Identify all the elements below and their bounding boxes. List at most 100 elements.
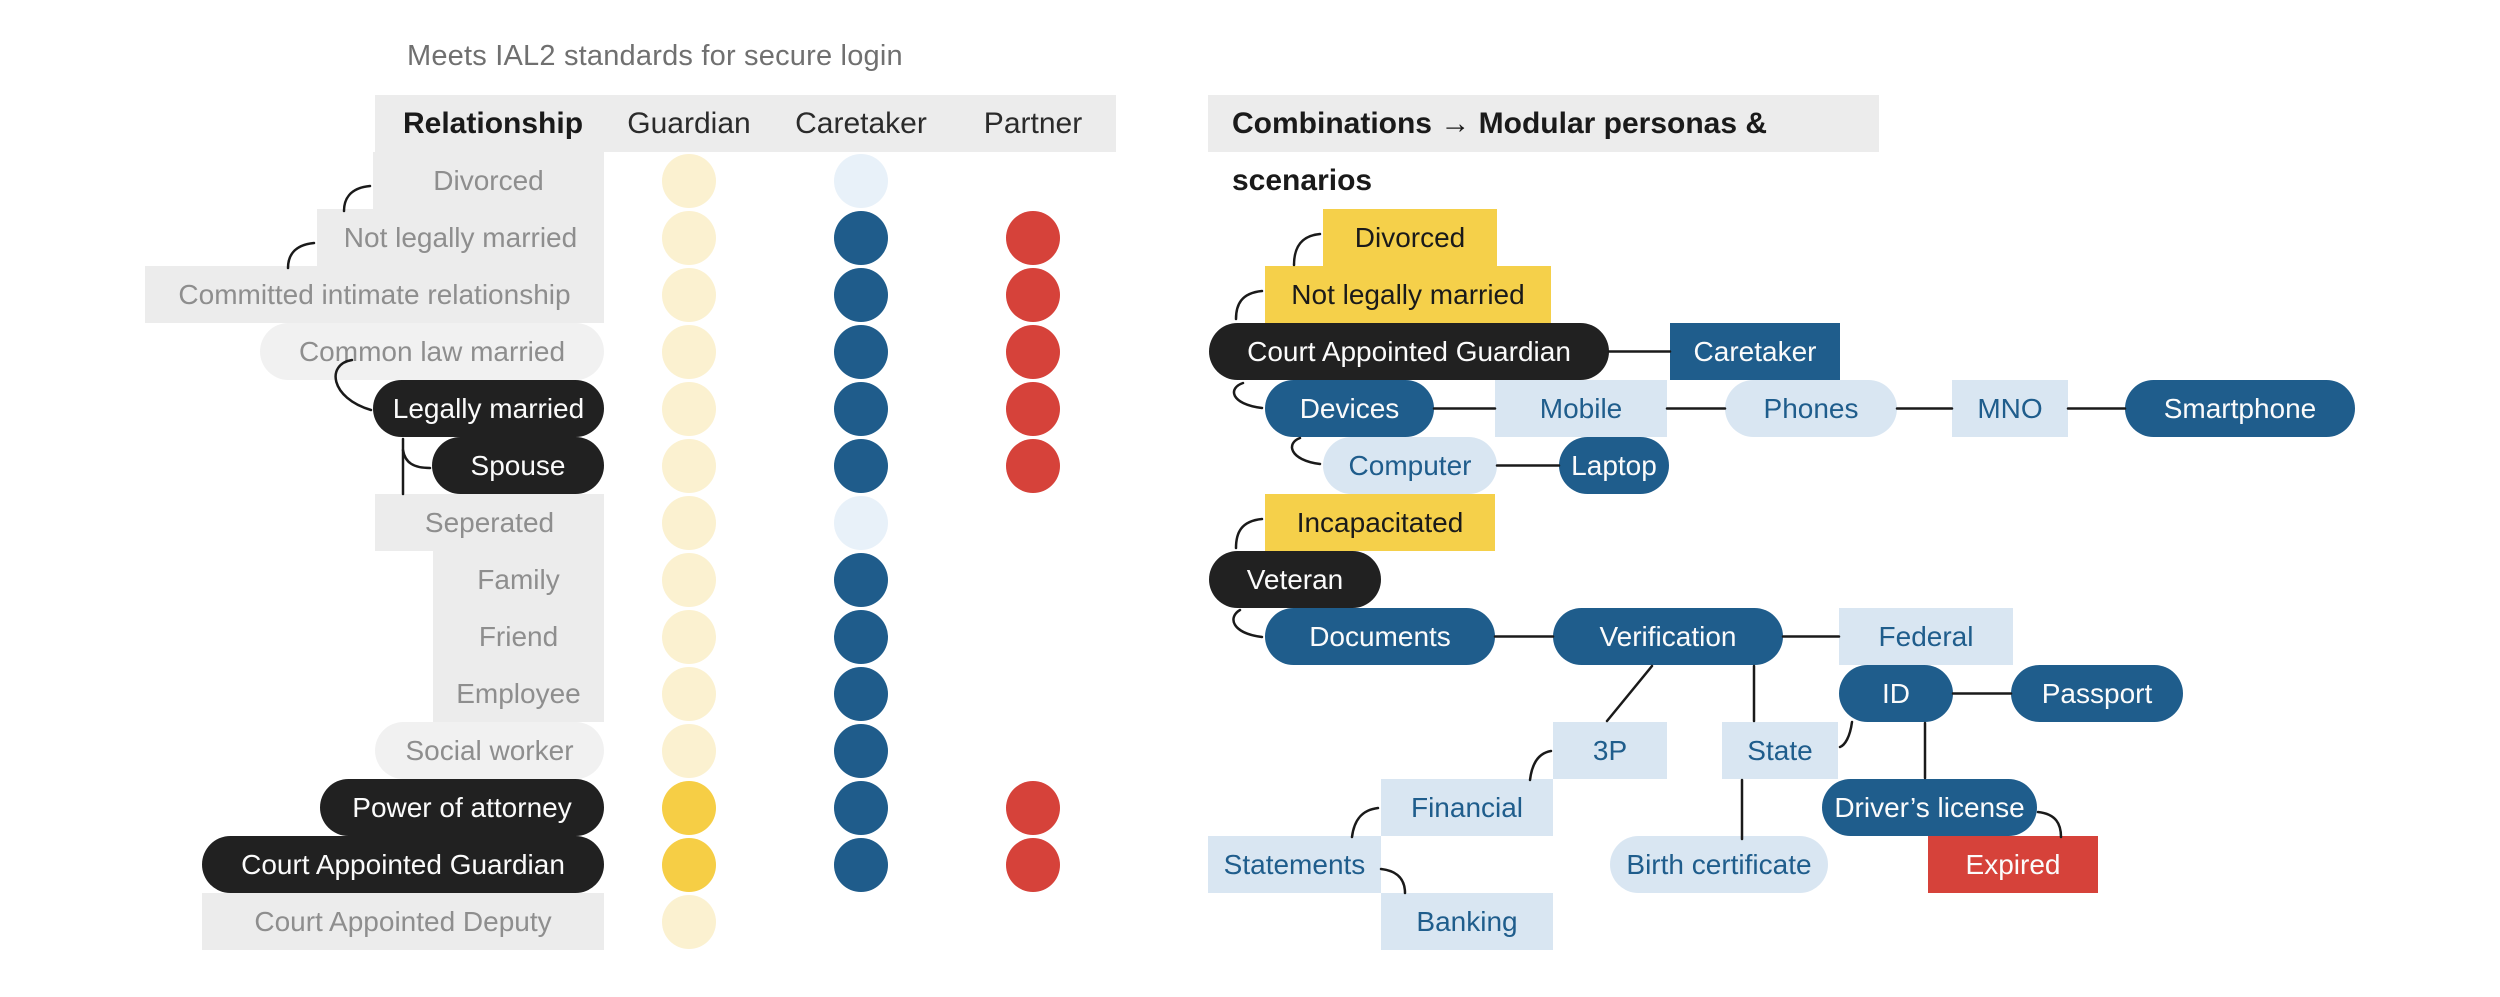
node-laptop: Laptop	[1559, 437, 1669, 494]
row-not-legally-married: Not legally married	[317, 209, 604, 266]
row-label: Court Appointed Guardian	[241, 848, 565, 880]
connector-line	[1379, 867, 1407, 895]
node-state: State	[1722, 722, 1838, 779]
matrix-dot-guardian-not-legally-married	[662, 210, 716, 265]
row-label: Spouse	[470, 449, 566, 481]
matrix-dot-caretaker-not-legally-married	[834, 210, 888, 265]
row-power-of-attorney: Power of attorney	[320, 779, 604, 836]
row-label: Employee	[456, 677, 581, 709]
node-mobile: Mobile	[1495, 380, 1667, 437]
node-birth-certificate: Birth certificate	[1610, 836, 1828, 893]
column-header-relationship: Relationship	[403, 107, 584, 140]
matrix-dot-guardian-legally-married	[662, 381, 716, 436]
matrix-dot-caretaker-common-law-married	[834, 324, 888, 379]
matrix-dot-guardian-court-appointed-deputy	[662, 894, 716, 949]
node-divorced: Divorced	[1323, 209, 1497, 266]
matrix-dot-guardian-committed-intimate-relationship	[662, 267, 716, 322]
connector-line	[1232, 381, 1264, 410]
row-divorced: Divorced	[373, 152, 604, 209]
diagram-title: Combinations → Modular personas & scenar…	[1232, 107, 1768, 197]
matrix-dot-caretaker-employee	[834, 666, 888, 721]
matrix-dot-caretaker-social-worker	[834, 723, 888, 778]
connector-line	[342, 184, 372, 213]
row-spouse: Spouse	[432, 437, 604, 494]
node-banking: Banking	[1381, 893, 1553, 950]
connector-line	[1290, 436, 1322, 466]
connector-line	[1838, 720, 1854, 749]
node-passport: Passport	[2011, 665, 2183, 722]
node-smartphone: Smartphone	[2125, 380, 2355, 437]
row-label: Friend	[478, 620, 559, 652]
table-header-band: Relationship Guardian Caretaker Partner	[375, 95, 1116, 152]
connector-line	[1350, 806, 1380, 839]
node-documents: Documents	[1265, 608, 1495, 665]
matrix-dot-guardian-court-appointed-guardian	[662, 837, 716, 892]
node-devices: Devices	[1265, 380, 1434, 437]
row-employee: Employee	[433, 665, 604, 722]
row-common-law-married: Common law married	[260, 323, 604, 380]
connector-line	[401, 448, 432, 470]
row-social-worker: Social worker	[375, 722, 604, 779]
node-id: ID	[1839, 665, 1953, 722]
node-veteran: Veteran	[1209, 551, 1381, 608]
matrix-dot-caretaker-family	[834, 552, 888, 607]
node-phones: Phones	[1725, 380, 1897, 437]
connector-line	[1292, 232, 1322, 267]
matrix-dot-guardian-seperated	[662, 495, 716, 550]
connector-line	[1234, 289, 1264, 321]
row-label: Court Appointed Deputy	[254, 905, 552, 937]
node-court-appointed-guardian: Court Appointed Guardian	[1209, 323, 1609, 380]
row-label: Social worker	[405, 734, 574, 766]
connector-line	[1234, 517, 1264, 550]
matrix-dot-caretaker-legally-married	[834, 381, 888, 436]
row-committed-intimate-relationship: Committed intimate relationship	[145, 266, 604, 323]
matrix-dot-guardian-friend	[662, 609, 716, 664]
matrix-dot-guardian-social-worker	[662, 723, 716, 778]
diagram-title-band: Combinations → Modular personas & scenar…	[1208, 95, 1879, 197]
connector-line	[1528, 749, 1553, 782]
connector-line	[2036, 810, 2063, 839]
matrix-dot-guardian-power-of-attorney	[662, 780, 716, 835]
node-drivers-license: Driver’s license	[1822, 779, 2037, 836]
connector-line	[1605, 664, 1654, 723]
row-label: Divorced	[433, 164, 544, 196]
row-label: Legally married	[392, 392, 585, 424]
connector-line	[286, 241, 316, 270]
table-caption: Meets IAL2 standards for secure login	[407, 40, 903, 72]
matrix-dot-partner-committed-intimate-relationship	[1006, 267, 1060, 322]
row-court-appointed-deputy: Court Appointed Deputy	[202, 893, 604, 950]
node-3p: 3P	[1553, 722, 1667, 779]
row-court-appointed-guardian: Court Appointed Guardian	[202, 836, 604, 893]
node-not-legally-married: Not legally married	[1265, 266, 1551, 323]
row-seperated: Seperated	[375, 494, 604, 551]
node-expired: Expired	[1928, 836, 2098, 893]
matrix-dot-partner-legally-married	[1006, 381, 1060, 436]
row-label: Family	[477, 563, 560, 595]
matrix-dot-guardian-spouse	[662, 438, 716, 493]
node-computer: Computer	[1323, 437, 1497, 494]
matrix-dot-partner-common-law-married	[1006, 324, 1060, 379]
row-label: Common law married	[298, 335, 566, 367]
matrix-dot-caretaker-power-of-attorney	[834, 780, 888, 835]
node-financial: Financial	[1381, 779, 1553, 836]
matrix-dot-caretaker-spouse	[834, 438, 888, 493]
matrix-dot-caretaker-seperated	[834, 495, 888, 550]
node-federal: Federal	[1839, 608, 2013, 665]
matrix-dot-caretaker-divorced	[834, 153, 888, 208]
matrix-dot-partner-power-of-attorney	[1006, 780, 1060, 835]
node-statements: Statements	[1208, 836, 1381, 893]
column-header-caretaker: Caretaker	[795, 107, 927, 140]
connector-line	[1232, 608, 1264, 639]
column-header-partner: Partner	[983, 107, 1083, 140]
row-label: Seperated	[424, 506, 555, 538]
matrix-dot-partner-not-legally-married	[1006, 210, 1060, 265]
node-mno: MNO	[1952, 380, 2068, 437]
row-label: Power of attorney	[352, 791, 572, 823]
node-incapacitated: Incapacitated	[1265, 494, 1495, 551]
matrix-dot-caretaker-friend	[834, 609, 888, 664]
matrix-dot-guardian-employee	[662, 666, 716, 721]
matrix-dot-caretaker-committed-intimate-relationship	[834, 267, 888, 322]
matrix-dot-partner-spouse	[1006, 438, 1060, 493]
matrix-dot-guardian-common-law-married	[662, 324, 716, 379]
